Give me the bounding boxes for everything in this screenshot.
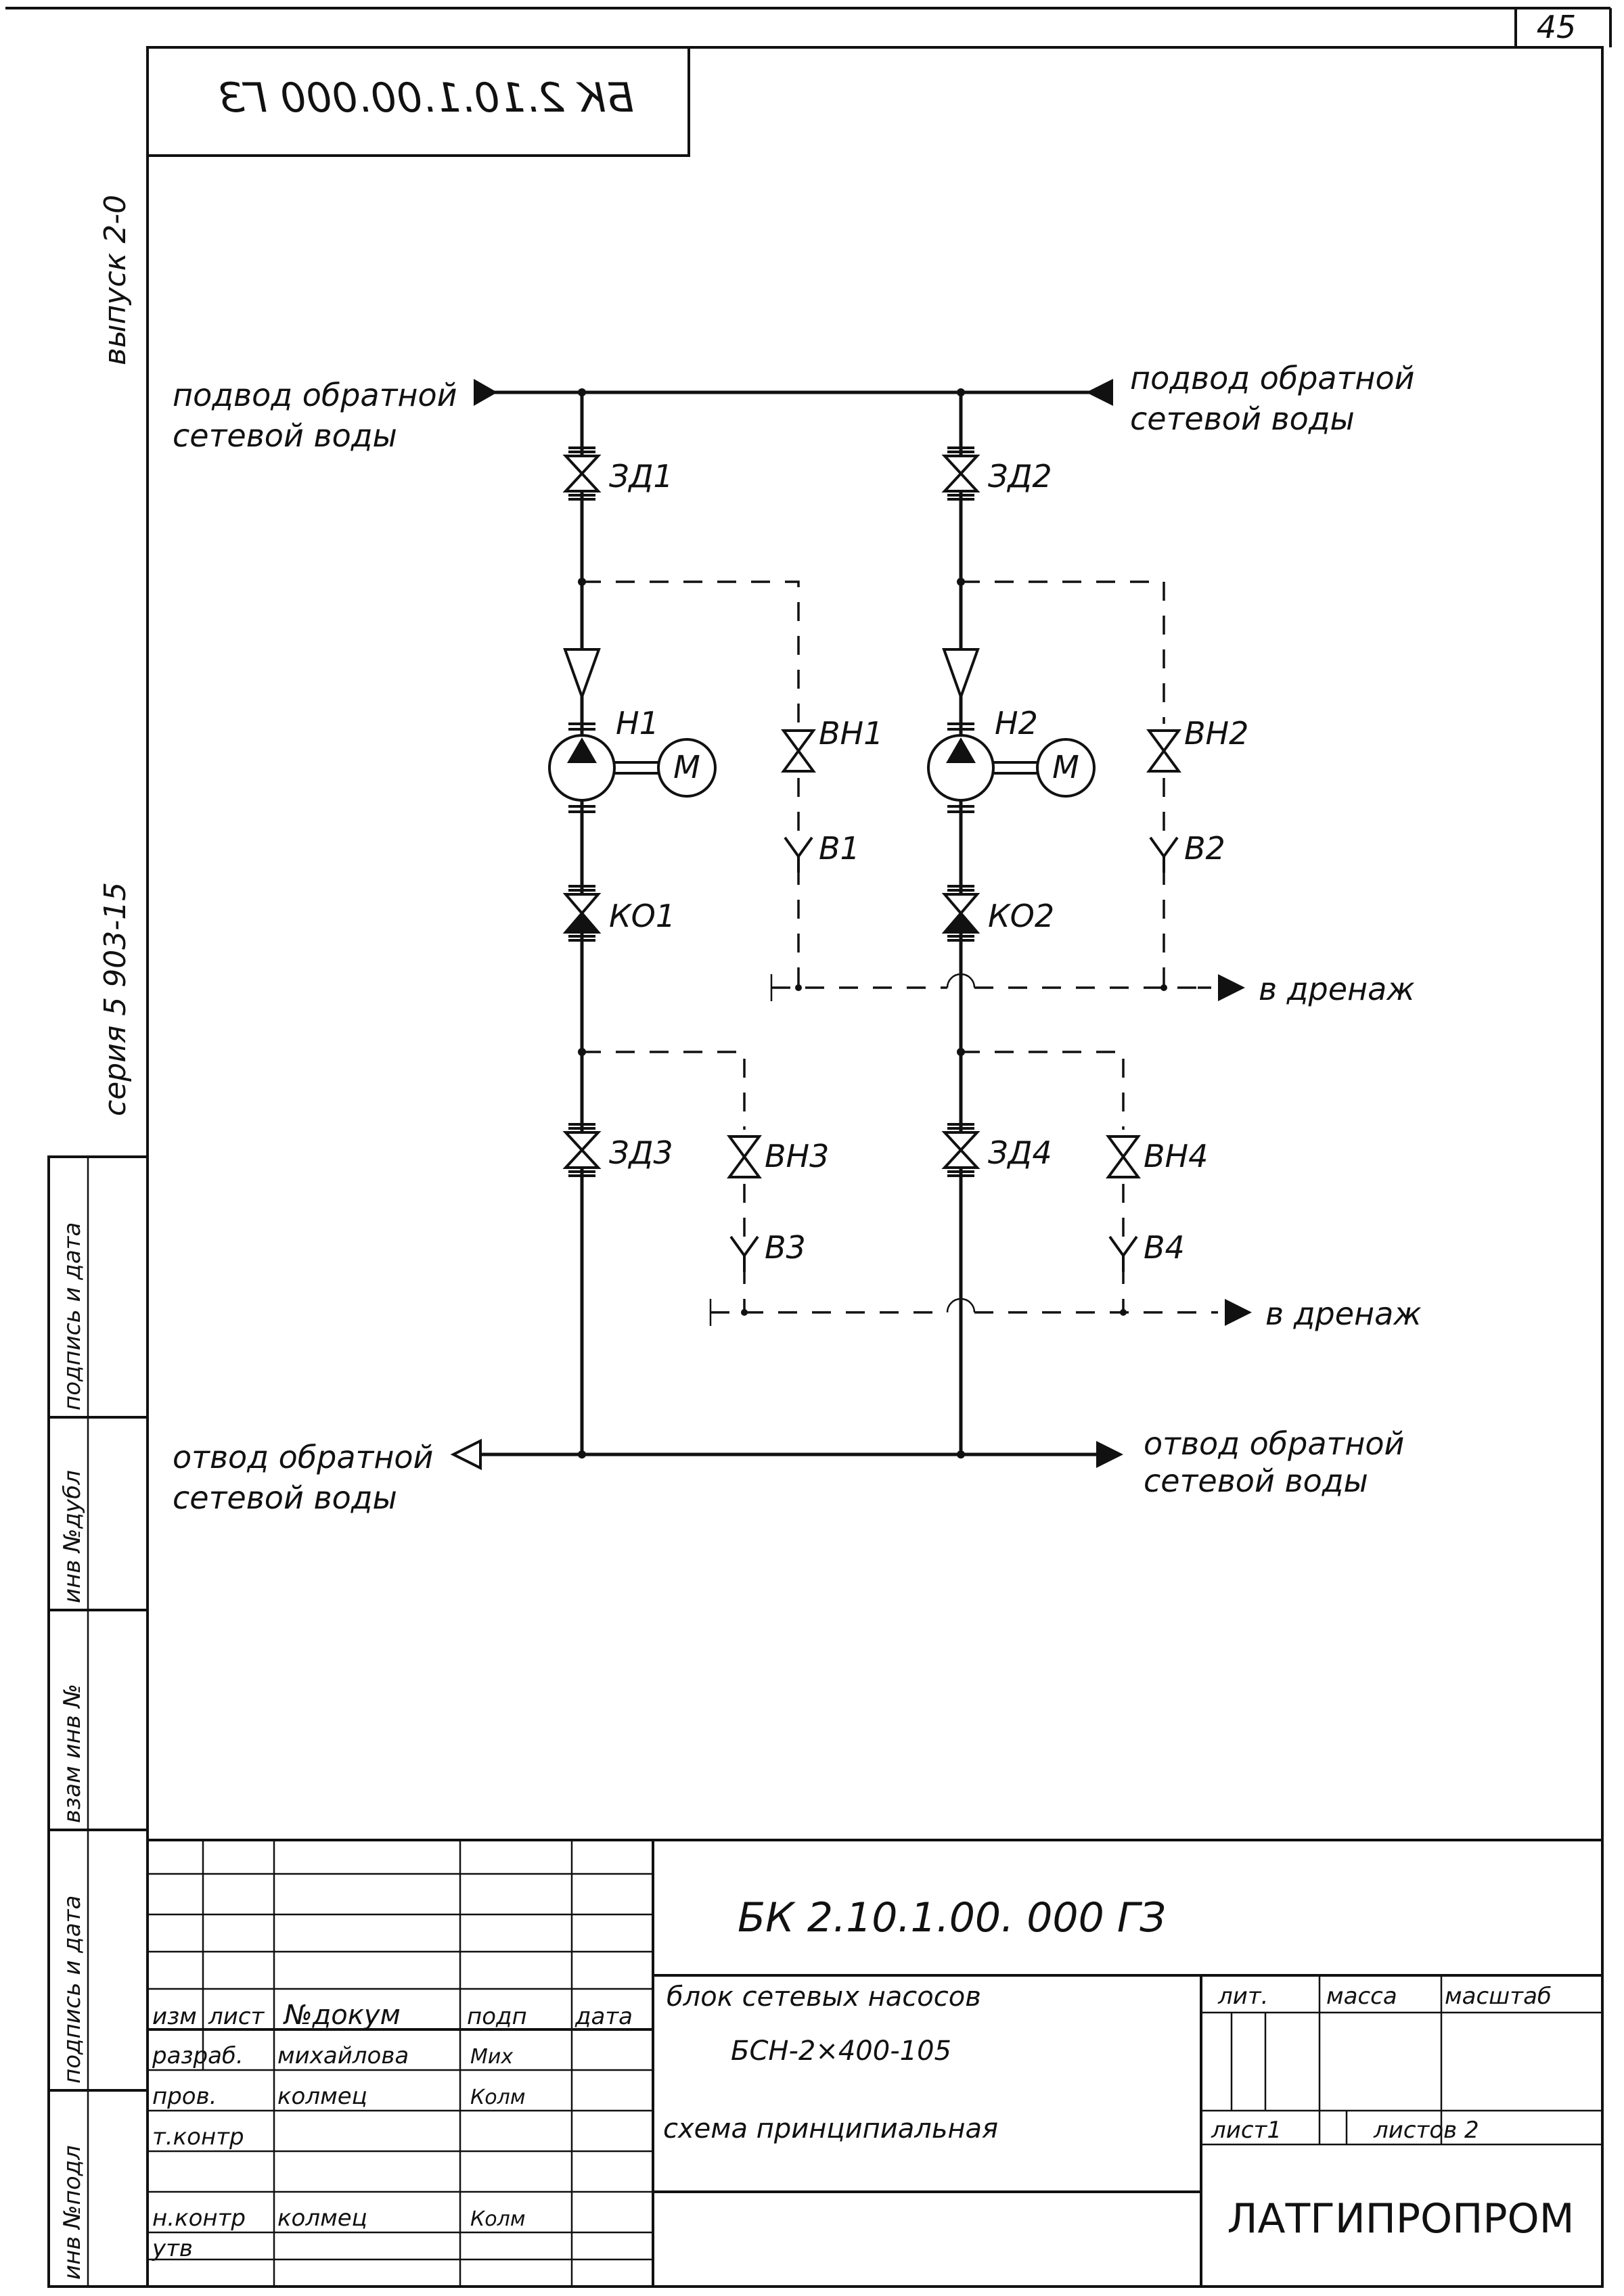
out-right-label-1: отвод обратной — [1144, 1425, 1404, 1462]
sheet-label: лист1 — [1211, 2117, 1282, 2144]
valve-vn3-icon — [728, 1135, 761, 1178]
row-name-5: колмец — [277, 2205, 367, 2232]
motor-2-icon — [1036, 738, 1096, 798]
lit-header: лит. — [1217, 1983, 1268, 2010]
label-vn2: ВН2 — [1184, 715, 1248, 752]
label-vn3: ВН3 — [765, 1138, 829, 1174]
supply-left-label-1: подвод обратной — [173, 377, 457, 413]
side-stamp-cell-4: инв №дубл — [59, 1470, 86, 1603]
drain-lower-label: в дренаж — [1265, 1295, 1422, 1332]
side-stamp-cell-3: взам инв № — [59, 1684, 86, 1823]
name-line-1: блок сетевых насосов — [667, 1981, 981, 2013]
drain-upper-label: в дренаж — [1259, 971, 1415, 1007]
drain-v1-icon — [784, 836, 813, 874]
issue-label: выпуск 2-0 — [98, 195, 133, 365]
label-zd4: ЗД4 — [988, 1134, 1052, 1171]
label-motor2: М — [1052, 749, 1079, 785]
label-v2: В2 — [1184, 830, 1225, 867]
drain-v2-icon — [1149, 836, 1179, 874]
out-right-label-2: сетевой воды — [1144, 1463, 1368, 1499]
row-role-3: т.контр — [152, 2123, 244, 2151]
supply-right-label-2: сетевой воды — [1130, 400, 1355, 437]
col-header-doc: №докум — [283, 2000, 401, 2031]
name-line-2: БСН-2×400-105 — [731, 2036, 951, 2067]
series-label: серия 5 903-15 — [98, 882, 133, 1116]
valve-vn4-icon — [1107, 1135, 1140, 1178]
drain-upper-arrow — [1218, 974, 1245, 1001]
doc-code: БК 2.10.1.00. 000 ГЗ — [738, 1894, 1166, 1942]
row-name-2: колмец — [277, 2083, 367, 2110]
valve-vn2-icon — [1148, 729, 1180, 773]
valve-vn1-icon — [782, 729, 815, 773]
col-header-list: лист — [208, 2003, 265, 2030]
row-role-6: утв — [152, 2235, 193, 2262]
side-stamp-cell-5: подпись и дата — [59, 1222, 86, 1410]
out-right-arrow — [1096, 1441, 1123, 1468]
supply-right-label-1: подвод обратной — [1130, 360, 1415, 396]
check-valve-ko1-icon — [564, 885, 600, 942]
label-h2: Н2 — [995, 705, 1038, 741]
drain-lines — [578, 578, 1252, 1326]
check-valve-ko2-icon — [943, 885, 978, 942]
label-h1: Н1 — [616, 705, 659, 741]
valve-zd3-icon — [564, 1123, 600, 1177]
supply-left-arrow — [474, 379, 497, 406]
reducer-1-icon — [563, 648, 601, 701]
row-role-5: н.контр — [152, 2205, 246, 2232]
col-header-date: дата — [574, 2003, 633, 2030]
supply-right-arrow — [1086, 379, 1113, 406]
org-name: ЛАТГИПРОПРОМ — [1227, 2195, 1574, 2243]
side-stamp-cell-1: инв №подл — [59, 2145, 86, 2280]
label-v1: В1 — [819, 830, 860, 867]
out-left-label-2: сетевой воды — [173, 1479, 397, 1516]
stamp-code-mirrored: БК 2.10.1.00.000 ГЗ — [219, 74, 634, 122]
out-left-label-1: отвод обратной — [173, 1439, 433, 1475]
label-vn4: ВН4 — [1144, 1138, 1208, 1174]
side-stamp-cell-2: подпись и дата — [59, 1896, 86, 2084]
row-sig-1: Мих — [470, 2045, 513, 2069]
label-zd1: ЗД1 — [609, 458, 673, 495]
mass-header: масса — [1326, 1983, 1397, 2010]
label-vn1: ВН1 — [819, 715, 883, 752]
side-stamp: инв №подл подпись и дата взам инв № инв … — [47, 1155, 149, 2288]
row-sig-2: Колм — [470, 2086, 525, 2109]
scale-header: масштаб — [1445, 1983, 1552, 2010]
drain-v3-icon — [729, 1235, 759, 1273]
label-v4: В4 — [1144, 1229, 1185, 1266]
valve-zd2-icon — [943, 446, 978, 501]
title-block — [148, 1839, 1602, 2287]
valve-zd4-icon — [943, 1123, 978, 1177]
label-zd2: ЗД2 — [988, 458, 1052, 495]
page-number: 45 — [1537, 9, 1577, 45]
label-zd3: ЗД3 — [609, 1134, 673, 1171]
drain-lower-arrow — [1225, 1299, 1252, 1326]
out-left-arrow — [450, 1438, 482, 1471]
valve-zd1-icon — [564, 446, 600, 501]
row-sig-5: Колм — [470, 2207, 525, 2231]
col-header-sign: подп — [467, 2003, 527, 2030]
col-header-izm: изм — [152, 2003, 197, 2030]
sheets-label: листов 2 — [1373, 2117, 1479, 2144]
supply-left-label-2: сетевой воды — [173, 417, 397, 454]
label-motor1: М — [673, 749, 700, 785]
motor-1-icon — [657, 738, 717, 798]
label-ko1: КО1 — [609, 898, 675, 934]
pump-h1-icon — [548, 722, 660, 813]
label-v3: В3 — [765, 1229, 806, 1266]
mirrored-code-stamp: БК 2.10.1.00.000 ГЗ — [146, 46, 690, 157]
row-name-1: михайлова — [277, 2042, 409, 2069]
row-role-1: разраб. — [152, 2042, 244, 2069]
label-ko2: КО2 — [988, 898, 1054, 934]
reducer-2-icon — [942, 648, 980, 701]
name-line-3: схема принципиальная — [663, 2113, 998, 2144]
drain-v4-icon — [1108, 1235, 1138, 1273]
pump-h2-icon — [927, 722, 1039, 813]
row-role-2: пров. — [152, 2083, 217, 2110]
